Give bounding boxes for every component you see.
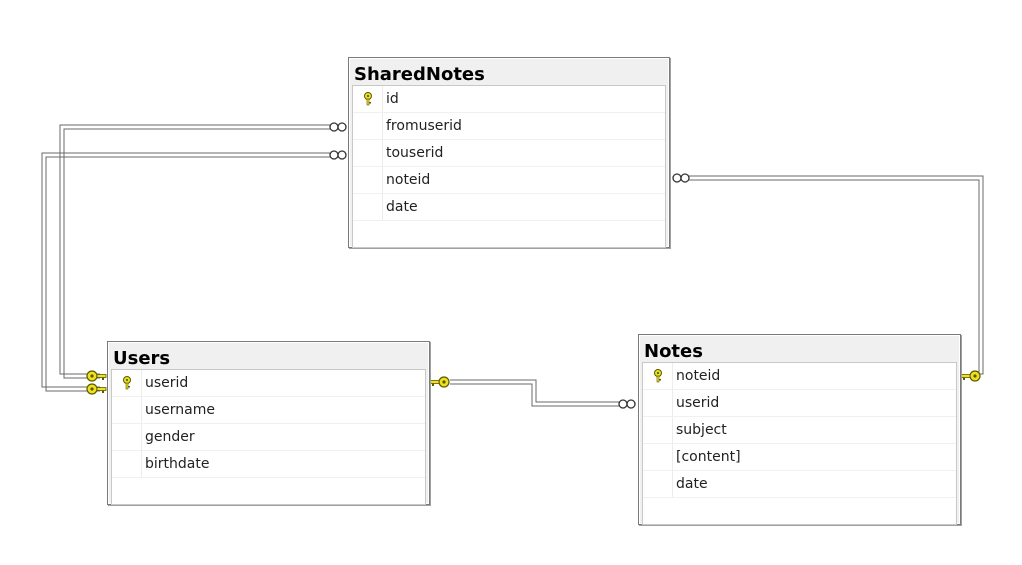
column-row[interactable]: subject: [643, 417, 956, 444]
column-row[interactable]: gender: [112, 424, 425, 451]
column-row[interactable]: date: [643, 471, 956, 498]
column-name: username: [145, 402, 215, 418]
table-users[interactable]: Users userid username gender birthdate: [107, 341, 430, 505]
column-name: id: [386, 91, 399, 107]
column-row[interactable]: [content]: [643, 444, 956, 471]
table-title[interactable]: Notes: [644, 341, 703, 362]
table-footer: [112, 478, 425, 504]
column-name: fromuserid: [386, 118, 462, 134]
infinity-icon: [672, 173, 690, 183]
column-name: [content]: [676, 449, 741, 465]
column-name: date: [386, 199, 418, 215]
column-row[interactable]: date: [353, 194, 665, 221]
infinity-icon: [618, 399, 636, 409]
column-row[interactable]: fromuserid: [353, 113, 665, 140]
column-list: userid username gender birthdate: [111, 369, 426, 505]
column-row[interactable]: noteid: [643, 363, 956, 390]
column-row[interactable]: birthdate: [112, 451, 425, 478]
column-list: id fromuserid touserid noteid date: [352, 85, 666, 248]
key-icon: [960, 370, 981, 382]
column-name: gender: [145, 429, 195, 445]
table-footer: [643, 498, 956, 524]
key-icon: [112, 370, 142, 396]
column-name: touserid: [386, 145, 444, 161]
column-list: noteid userid subject [content] date: [642, 362, 957, 525]
infinity-icon: [329, 122, 347, 132]
column-row[interactable]: touserid: [353, 140, 665, 167]
table-title[interactable]: SharedNotes: [354, 64, 485, 85]
column-name: noteid: [676, 368, 721, 384]
table-notes[interactable]: Notes noteid userid subject [content] da…: [638, 334, 961, 525]
infinity-icon: [329, 150, 347, 160]
key-icon: [643, 363, 673, 389]
column-row[interactable]: userid: [112, 370, 425, 397]
table-sharednotes[interactable]: SharedNotes id fromuserid touserid notei…: [348, 57, 670, 248]
key-icon: [353, 86, 383, 112]
column-row[interactable]: id: [353, 86, 665, 113]
column-name: date: [676, 476, 708, 492]
column-row[interactable]: userid: [643, 390, 956, 417]
column-name: subject: [676, 422, 727, 438]
table-footer: [353, 221, 665, 247]
column-name: userid: [676, 395, 720, 411]
key-icon: [86, 370, 107, 382]
column-name: noteid: [386, 172, 431, 188]
column-name: birthdate: [145, 456, 210, 472]
column-row[interactable]: noteid: [353, 167, 665, 194]
column-name: userid: [145, 375, 189, 391]
key-icon: [429, 376, 450, 388]
key-icon: [86, 383, 107, 395]
table-title[interactable]: Users: [113, 348, 171, 369]
column-row[interactable]: username: [112, 397, 425, 424]
rel-notes-userid-users[interactable]: [450, 379, 620, 407]
